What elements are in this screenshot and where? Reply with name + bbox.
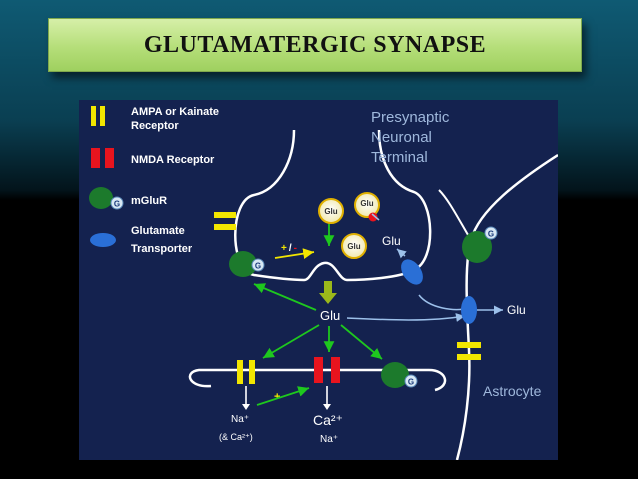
vesicle-1: Glu [318,198,344,224]
legend: AMPA or Kainate Receptor NMDA Receptor G… [89,106,219,255]
ampa-nmda-plus-label: + [274,391,280,403]
astrocyte-membrane [455,153,558,460]
astrocyte-process [438,189,472,241]
synaptic-glu-label: Glu [320,308,340,323]
synapse-diagram-panel: AMPA or Kainate Receptor NMDA Receptor G… [79,100,558,460]
release-arrow [319,281,337,304]
presynaptic-label-2: Neuronal [371,129,432,146]
regulation-arrow [274,248,315,259]
vesicle-2: Glu [354,192,380,222]
postsynaptic-ampa-receptor [237,360,255,384]
vesicle-glu-label: Glu [324,207,337,216]
g-protein-symbol: G [408,378,414,387]
legend-transporter-label-2: Transporter [131,243,193,255]
astrocyte-label: Astrocyte [483,383,542,399]
slide-title: GLUTAMATERGIC SYNAPSE [143,31,487,58]
glu-to-ampa-arrow [262,324,320,359]
synapse-diagram: AMPA or Kainate Receptor NMDA Receptor G… [89,106,558,460]
recycled-glu-label: Glu [382,234,401,248]
legend-nmda-label: NMDA Receptor [131,154,215,166]
ampa-to-nmda-arrow [256,386,310,406]
legend-transporter-label-1: Glutamate [131,225,185,237]
astrocyte-transporter [461,296,477,324]
glu-to-presynaptic-mglur-arrow [253,283,317,311]
reuptake-link [371,213,380,221]
legend-ampa-label-2: Receptor [131,120,179,132]
astrocyte-glu-label: Glu [507,303,526,317]
g-protein-symbol: G [488,230,494,239]
postsynaptic-nmda-receptor [314,357,340,383]
legend-mglur-label: mGluR [131,195,167,207]
postsynaptic-mglur: G [381,362,418,388]
astrocyte-mglur: G [462,226,498,263]
glu-to-astrocyte-arrow [346,313,466,322]
ampa-legend-icon [91,106,105,126]
vesicle-glu-label: Glu [360,199,373,208]
vesicle-release-dot [368,212,378,222]
plus-minus-label: +/- [281,243,297,254]
vesicle-glu-label: Glu [347,242,360,251]
astrocyte-ampa-receptor [457,342,481,360]
g-protein-symbol: G [114,200,120,209]
transporter-legend-icon [90,233,116,247]
title-banner: GLUTAMATERGIC SYNAPSE [48,18,582,72]
presynaptic-membrane [234,129,432,282]
ampa-na-label: Na⁺ [231,414,249,425]
presynaptic-ampa-receptor [214,212,236,230]
nmda-na-label: Na⁺ [320,434,338,445]
nmda-ca-label: Ca²⁺ [313,412,343,428]
glu-to-mglur-arrow [340,324,383,360]
mglur-legend-icon: G [89,187,124,210]
presynaptic-label-1: Presynaptic [371,109,450,126]
g-protein-symbol: G [255,262,261,271]
nmda-legend-icon [91,148,114,168]
presynaptic-mglur: G [229,251,265,277]
reuptake-arrow [396,248,407,259]
ampa-ca-note: (& Ca²⁺) [219,432,253,442]
presynaptic-transporter [401,259,423,285]
legend-ampa-label-1: AMPA or Kainate [131,106,219,118]
presynaptic-label-3: Terminal [371,149,428,166]
vesicle-3: Glu [341,233,367,259]
